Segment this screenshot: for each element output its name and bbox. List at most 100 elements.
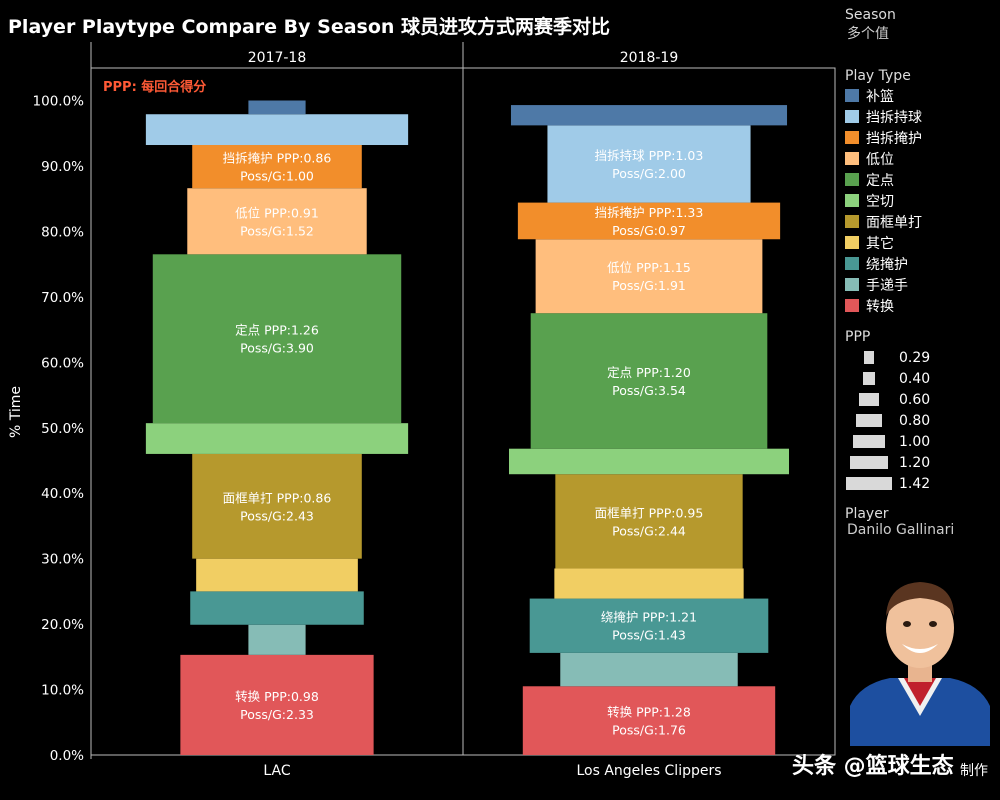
ppp-legend-label: 1.00 [899,433,931,450]
legend-item[interactable]: 空切 [845,190,922,211]
legend-item[interactable]: 转换 [845,295,922,316]
segment-poss-label: Poss/G:2.44 [612,523,686,538]
segment-label: 定点 PPP:1.26 [235,323,319,338]
bar-segment [248,624,306,655]
legend-label: 低位 [866,151,894,168]
ppp-legend-label: 0.29 [899,349,931,366]
watermark: 头条 @篮球生态 [792,754,954,779]
legend-swatch [845,278,859,291]
segment-label: 低位 PPP:0.91 [235,205,319,220]
segment-label: 面框单打 PPP:0.86 [223,490,332,505]
segment-label: 挡拆掩护 PPP:1.33 [595,205,704,220]
bar-segment [196,558,358,592]
bar-segment [555,474,743,569]
bar-segment [535,239,763,314]
segment-poss-label: Poss/G:1.00 [240,169,314,184]
player-filter[interactable]: Player Danilo Gallinari [845,506,954,538]
legend-label: 补篮 [866,88,894,105]
segment-label: 绕掩护 PPP:1.21 [601,610,697,625]
legend-swatch [845,89,859,102]
legend-item[interactable]: 手递手 [845,274,922,295]
segment-label: 挡拆持球 PPP:1.03 [595,148,704,163]
page-title: Player Playtype Compare By Season 球员进攻方式… [8,16,611,38]
ppp-size-box [852,435,886,448]
ppp-size-box [864,351,874,364]
legend-item[interactable]: 低位 [845,148,922,169]
ppp-legend-label: 0.40 [899,370,931,387]
ppp-size-box [862,372,876,385]
ppp-legend-item: 1.00 [845,431,930,452]
ppp-legend-label: 0.80 [899,412,931,429]
legend-swatch [845,194,859,207]
watermark-suffix: 制作 [960,763,988,779]
ppp-legend-item: 0.60 [845,389,930,410]
y-tick-label: 20.0% [41,617,84,633]
bar-segment [560,652,738,687]
legend-item[interactable]: 挡拆持球 [845,106,922,127]
y-tick-label: 10.0% [41,683,84,699]
bar-segment [187,188,367,255]
legend-item[interactable]: 绕掩护 [845,253,922,274]
legend-swatch [845,110,859,123]
player-photo [850,582,990,746]
legend-item[interactable]: 面框单打 [845,211,922,232]
bar-segment [145,114,409,146]
ppp-legend-item: 0.40 [845,368,930,389]
ppp-legend-label: 0.60 [899,391,931,408]
season-filter-value[interactable]: 多个值 [847,26,889,42]
y-tick-label: 60.0% [41,355,84,371]
bar-segment [554,568,744,599]
bar-segment [192,453,362,559]
bar-segment [190,591,364,625]
segment-poss-label: Poss/G:1.91 [612,278,686,293]
legend-item[interactable]: 补篮 [845,85,922,106]
bar-segment [529,598,769,653]
bar-segment [517,202,781,240]
ppp-legend-item: 0.29 [845,347,930,368]
segment-poss-label: Poss/G:0.97 [612,223,686,238]
segment-poss-label: Poss/G:2.43 [240,508,314,523]
legend-item[interactable]: 其它 [845,232,922,253]
ppp-size-box [859,393,879,406]
bar-segment [152,254,402,424]
y-tick-label: 40.0% [41,486,84,502]
legend-label: 定点 [866,172,894,189]
bar-segment [180,654,374,755]
y-tick-label: 50.0% [41,421,84,437]
playtype-chart: 0.0%10.0%20.0%30.0%40.0%50.0%60.0%70.0%8… [8,42,836,779]
y-tick-label: 0.0% [50,748,84,764]
segment-poss-label: Poss/G:2.00 [612,166,686,181]
playtype-legend-title: Play Type [845,68,911,84]
bar-segment [522,686,776,755]
legend-swatch [845,131,859,144]
segment-label: 低位 PPP:1.15 [607,260,691,275]
season-filter-title: Season [845,7,896,23]
legend-label: 挡拆掩护 [866,130,922,147]
y-tick-label: 100.0% [33,94,85,110]
ppp-legend-title: PPP [845,329,871,345]
segment-label: 转换 PPP:1.28 [607,705,691,720]
ppp-annotation: PPP: 每回合得分 [103,79,206,95]
legend-swatch [845,257,859,270]
legend-item[interactable]: 定点 [845,169,922,190]
y-tick-label: 30.0% [41,552,84,568]
season-filter[interactable]: Season 多个值 [845,7,896,43]
legend-label: 挡拆持球 [866,109,922,126]
bar-segment [145,423,409,454]
ppp-legend-item: 1.20 [845,452,930,473]
team-label: Los Angeles Clippers [576,763,721,779]
segment-label: 转换 PPP:0.98 [235,689,319,704]
playtype-legend: Play Type 补篮挡拆持球挡拆掩护低位定点空切面框单打其它绕掩护手递手转换 [845,68,922,316]
legend-label: 面框单打 [866,214,922,231]
segment-label: 挡拆掩护 PPP:0.86 [223,151,332,166]
segment-label: 定点 PPP:1.20 [607,365,691,380]
ppp-size-box [849,456,889,469]
legend-swatch [845,236,859,249]
ppp-legend-label: 1.20 [899,454,931,471]
team-label: LAC [263,763,290,779]
legend-swatch [845,215,859,228]
legend-item[interactable]: 挡拆掩护 [845,127,922,148]
player-filter-value[interactable]: Danilo Gallinari [847,522,955,538]
legend-label: 其它 [866,235,894,252]
bar-segment [530,313,768,449]
